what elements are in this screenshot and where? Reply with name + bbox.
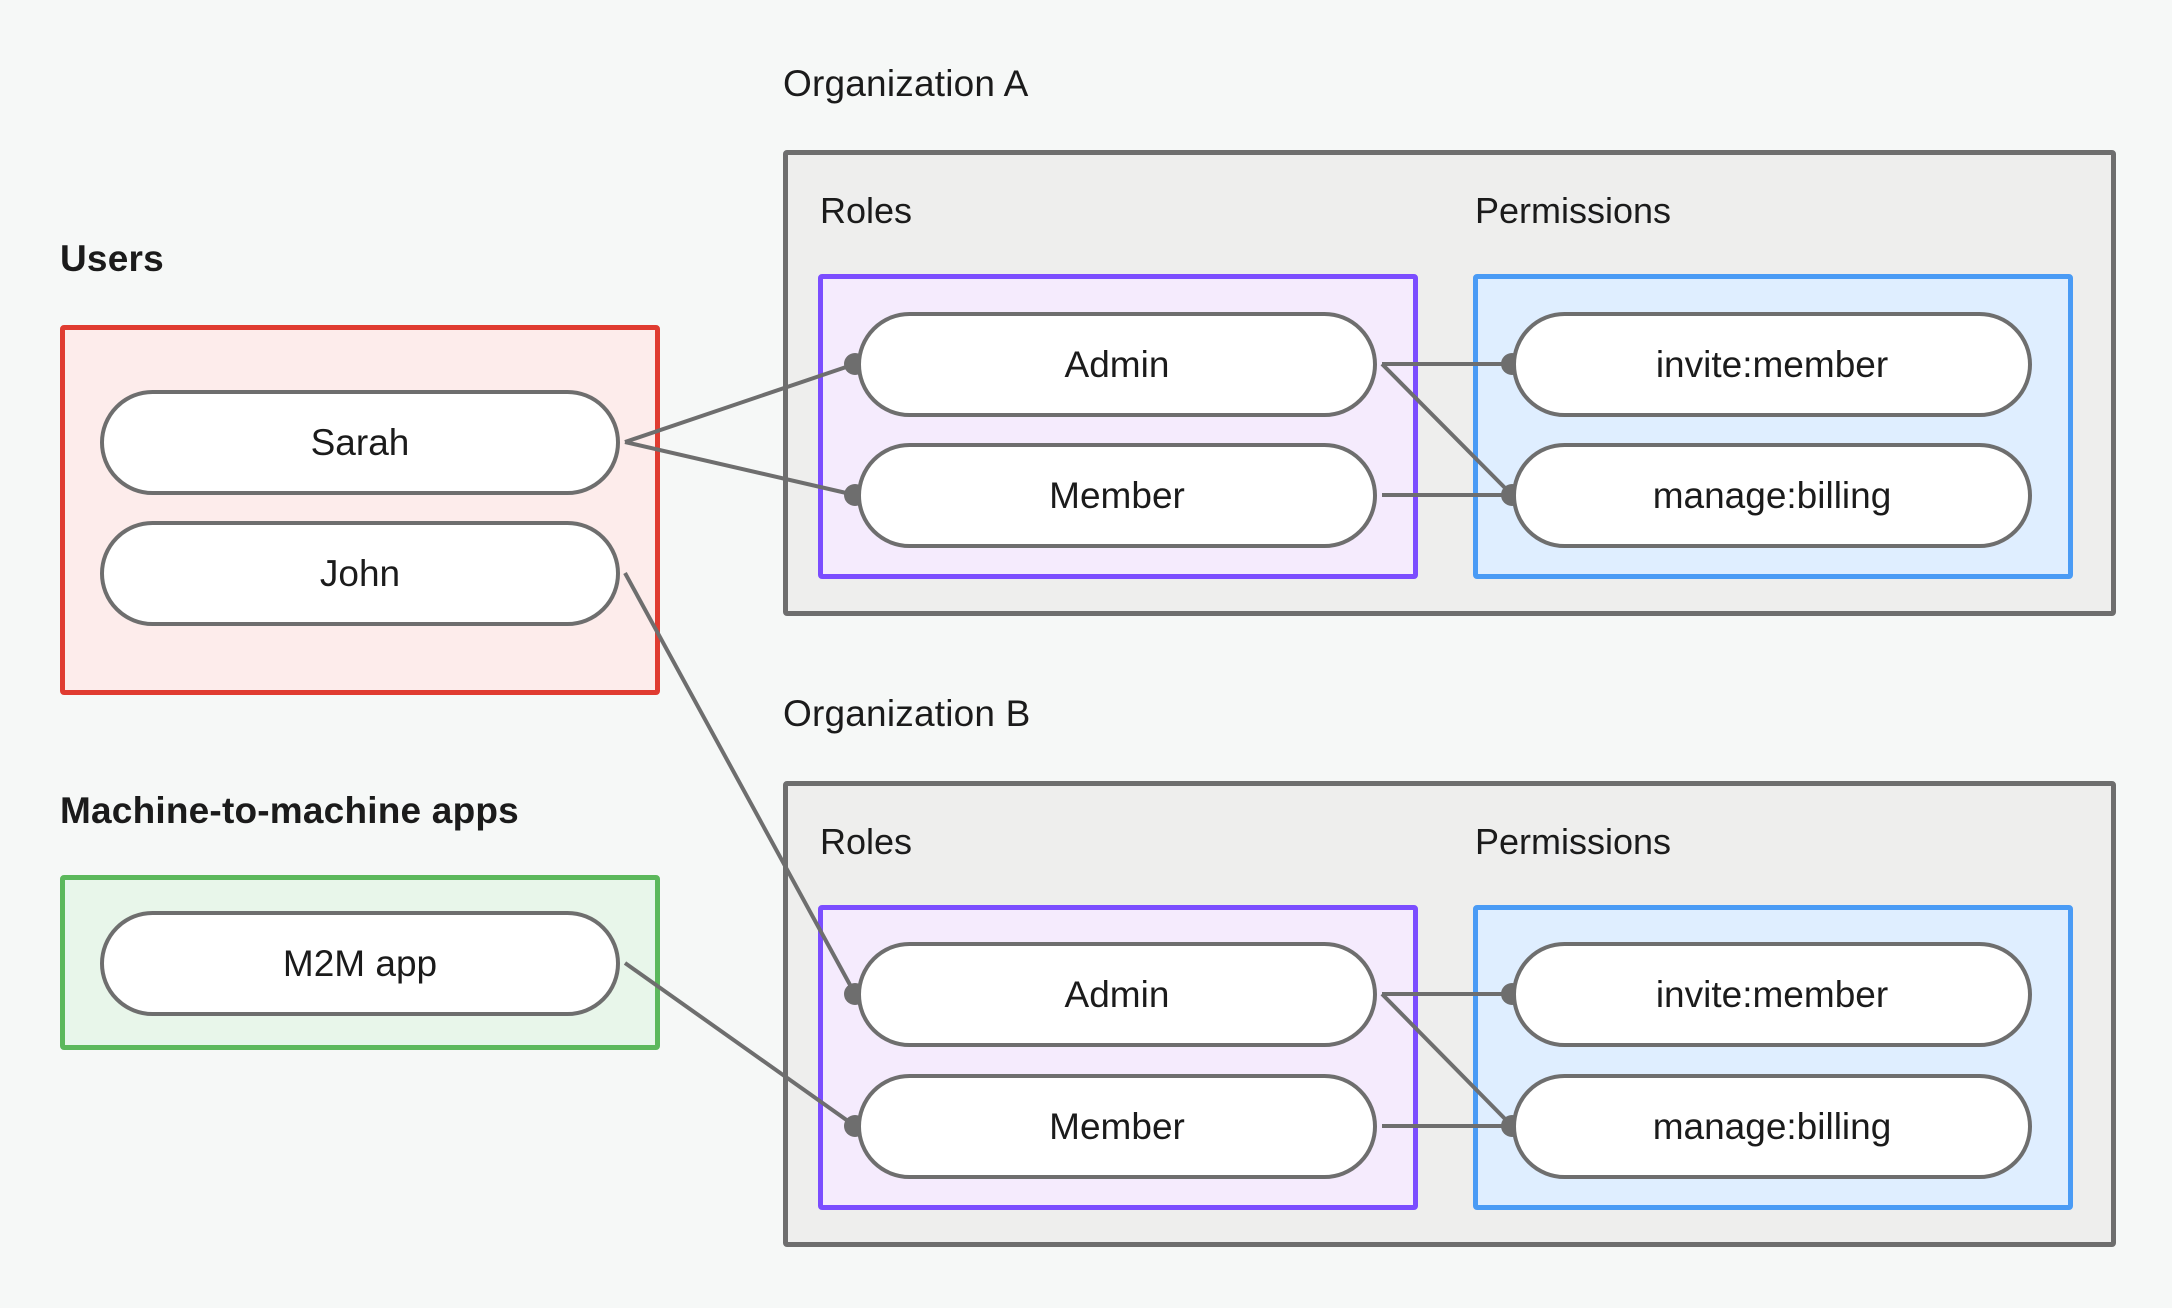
users-section-title: Users (60, 238, 164, 279)
org-a-permission-manage-billing[interactable]: manage:billing (1512, 443, 2032, 548)
user-node-john[interactable]: John (100, 521, 620, 626)
org-a-roles-title: Roles (820, 190, 913, 231)
org-a-permission-invite-member[interactable]: invite:member (1512, 312, 2032, 417)
org-b-permission-manage-billing[interactable]: manage:billing (1512, 1074, 2032, 1179)
org-a-role-member[interactable]: Member (857, 443, 1377, 548)
users-group-box (60, 325, 660, 695)
m2m-section-title: Machine-to-machine apps (60, 790, 519, 831)
org-b-roles-title: Roles (820, 821, 913, 862)
org-a-title: Organization A (783, 63, 1029, 104)
org-b-role-admin[interactable]: Admin (857, 942, 1377, 1047)
org-a-role-admin[interactable]: Admin (857, 312, 1377, 417)
user-node-sarah[interactable]: Sarah (100, 390, 620, 495)
org-b-role-member[interactable]: Member (857, 1074, 1377, 1179)
org-a-permissions-title: Permissions (1475, 190, 1672, 231)
org-b-title: Organization B (783, 693, 1031, 734)
org-b-permission-invite-member[interactable]: invite:member (1512, 942, 2032, 1047)
m2m-node-app[interactable]: M2M app (100, 911, 620, 1016)
org-b-permissions-title: Permissions (1475, 821, 1672, 862)
